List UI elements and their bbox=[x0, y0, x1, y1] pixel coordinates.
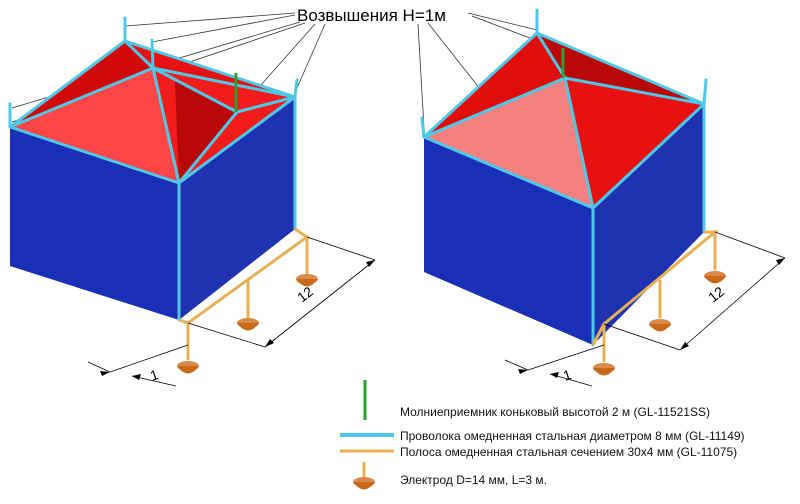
left-roof-shadow-face bbox=[175, 80, 237, 183]
left-electrode-2-icon bbox=[237, 318, 259, 331]
title-text: Возвышения Н=1м bbox=[297, 6, 446, 25]
legend-label-air-terminal: Молниеприемник коньковый высотой 2 м (GL… bbox=[400, 405, 710, 419]
right-electrode-3-icon bbox=[704, 271, 726, 284]
left-electrodes bbox=[177, 274, 318, 374]
left-building-front-wall bbox=[10, 127, 179, 320]
left-electrode-3-icon bbox=[296, 274, 318, 287]
right-wire-mesh bbox=[420, 8, 708, 347]
left-dimension-spacing: 1 bbox=[148, 366, 161, 384]
left-roof-front-face bbox=[10, 68, 179, 183]
legend: Молниеприемник коньковый высотой 2 м (GL… bbox=[340, 380, 745, 490]
legend-item-air-terminal: Молниеприемник коньковый высотой 2 м (GL… bbox=[363, 380, 710, 420]
right-electrode-2-icon bbox=[649, 319, 671, 332]
right-roof-right-face bbox=[565, 78, 704, 208]
legend-item-electrode: Электрод D=14 мм, L=3 м. bbox=[353, 462, 547, 490]
right-dimension-spacing: 1 bbox=[561, 366, 574, 384]
right-roof-front-face bbox=[424, 78, 593, 208]
left-ground-strip bbox=[178, 227, 310, 360]
left-dimension-length: 12 bbox=[294, 283, 316, 305]
right-building-front-wall bbox=[424, 137, 593, 345]
right-electrode-1-icon bbox=[593, 363, 615, 376]
left-building-side-wall bbox=[179, 97, 295, 320]
left-dimension-lines bbox=[87, 236, 376, 387]
right-roof-back-face bbox=[424, 33, 565, 137]
right-building-side-wall bbox=[593, 104, 704, 345]
right-dimension-arrows bbox=[518, 258, 785, 378]
legend-label-strip: Полоса омедненная стальная сечением 30х4… bbox=[400, 445, 737, 459]
left-wire-mesh bbox=[8, 16, 299, 322]
right-dimension-lines bbox=[504, 231, 786, 387]
right-electrodes bbox=[593, 271, 726, 376]
left-roof-back-face bbox=[10, 41, 153, 127]
right-building: 12 1 bbox=[420, 8, 786, 387]
legend-label-electrode: Электрод D=14 мм, L=3 м. bbox=[400, 473, 547, 487]
left-electrode-1-icon bbox=[177, 361, 199, 374]
legend-item-wire: Проволока омедненная стальная диаметром … bbox=[340, 429, 745, 443]
right-ground-strip bbox=[591, 230, 720, 362]
legend-item-strip: Полоса омедненная стальная сечением 30х4… bbox=[340, 445, 737, 459]
electrode-icon bbox=[353, 462, 375, 490]
legend-label-wire: Проволока омедненная стальная диаметром … bbox=[400, 429, 745, 443]
left-building: 12 1 bbox=[8, 16, 376, 387]
left-dimension-arrows bbox=[100, 260, 375, 380]
right-dimension-length: 12 bbox=[705, 283, 727, 305]
